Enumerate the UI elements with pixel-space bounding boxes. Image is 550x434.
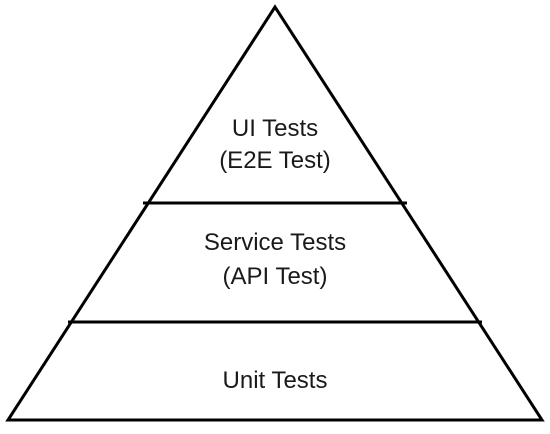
layer-ui-subtitle: (E2E Test) [219,147,331,174]
pyramid-outline [5,4,545,422]
layer-service-title: Service Tests [204,229,346,256]
pyramid-layer-service: Service Tests (API Test) [204,229,346,290]
layer-unit-title: Unit Tests [223,367,328,394]
layer-service-subtitle: (API Test) [223,263,328,290]
pyramid-layer-ui: UI Tests (E2E Test) [219,115,331,174]
pyramid-layer-unit: Unit Tests [223,367,328,394]
layer-ui-title: UI Tests [232,115,318,142]
